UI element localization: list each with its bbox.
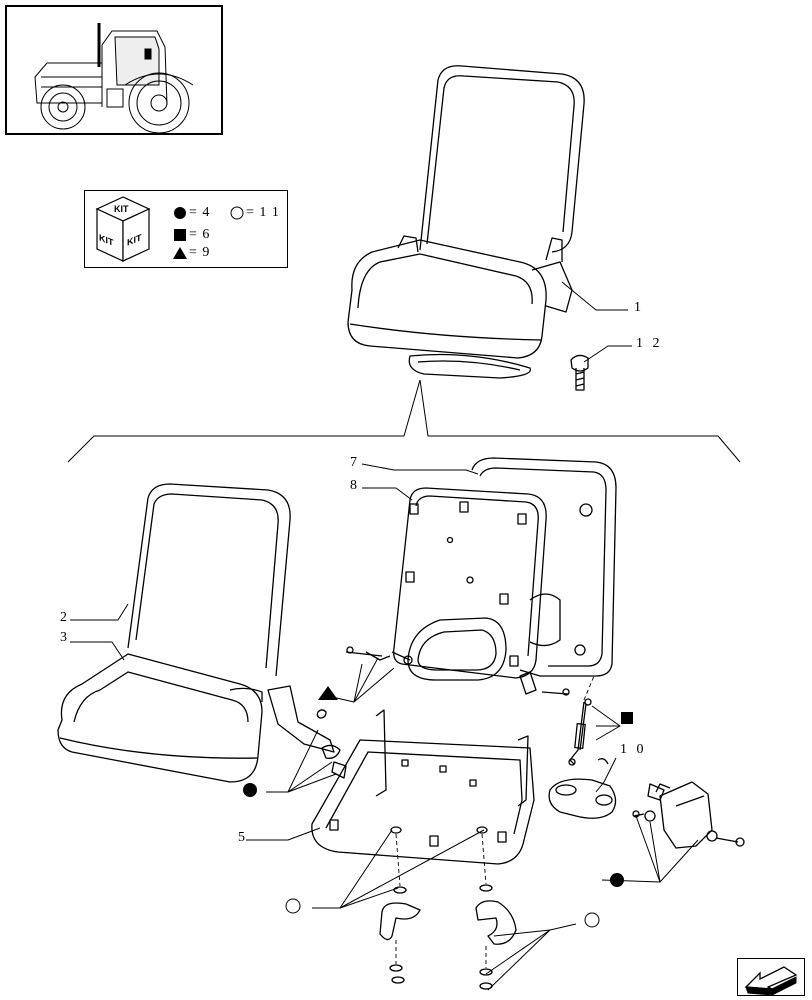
triangle-callout-icon bbox=[318, 686, 338, 700]
callout-5: 5 bbox=[238, 830, 248, 845]
callout-2: 2 bbox=[60, 610, 70, 625]
kit-legend: KIT KIT KIT = 4 = 1 1 = 6 = 9 bbox=[84, 190, 288, 268]
belt-buckle-right bbox=[632, 781, 745, 849]
callout-10: 1 0 bbox=[620, 742, 647, 757]
tractor-thumbnail bbox=[5, 5, 223, 135]
legend-triangle-filled-text: = 9 bbox=[189, 245, 211, 260]
tractor-icon bbox=[34, 23, 194, 134]
next-page-arrow-icon bbox=[744, 966, 798, 996]
gas-spring bbox=[568, 698, 609, 766]
belt-bracket bbox=[267, 685, 347, 779]
circle-filled-callout-icon-2 bbox=[610, 873, 624, 887]
leader-lines bbox=[70, 281, 699, 991]
bolt-12 bbox=[570, 354, 589, 391]
seat-assembly bbox=[347, 65, 585, 379]
legend-square-filled-icon bbox=[174, 229, 186, 241]
hinge-bolts bbox=[345, 646, 570, 696]
callout-7: 7 bbox=[350, 455, 360, 470]
square-callout-icon bbox=[621, 712, 633, 724]
seat-pan-5 bbox=[311, 709, 535, 865]
legend-triangle-filled-icon bbox=[173, 247, 187, 259]
swivel-brackets bbox=[379, 900, 517, 945]
cover-10 bbox=[548, 778, 617, 819]
circle-open-callout-icon-2 bbox=[584, 912, 600, 928]
callout-8: 8 bbox=[350, 478, 360, 493]
circle-open-callout-icon-1 bbox=[285, 898, 301, 914]
callout-3: 3 bbox=[60, 630, 70, 645]
seat-cushions bbox=[57, 483, 291, 783]
legend-circle-filled-text: = 4 bbox=[189, 205, 211, 220]
back-cover-7 bbox=[471, 457, 617, 677]
callout-1: 1 bbox=[634, 300, 644, 315]
legend-square-filled-text: = 6 bbox=[189, 227, 211, 242]
legend-circle-filled-icon bbox=[174, 207, 186, 219]
back-frame-8 bbox=[393, 487, 547, 695]
legend-circle-open-icon bbox=[230, 206, 244, 220]
kit-label-top: KIT bbox=[114, 204, 129, 214]
circle-filled-callout-icon-1 bbox=[243, 783, 257, 797]
next-page-button[interactable] bbox=[737, 958, 805, 996]
callout-12: 1 2 bbox=[636, 336, 663, 351]
kit-cube-icon bbox=[95, 196, 151, 262]
legend-circle-open-text: = 1 1 bbox=[246, 205, 280, 220]
